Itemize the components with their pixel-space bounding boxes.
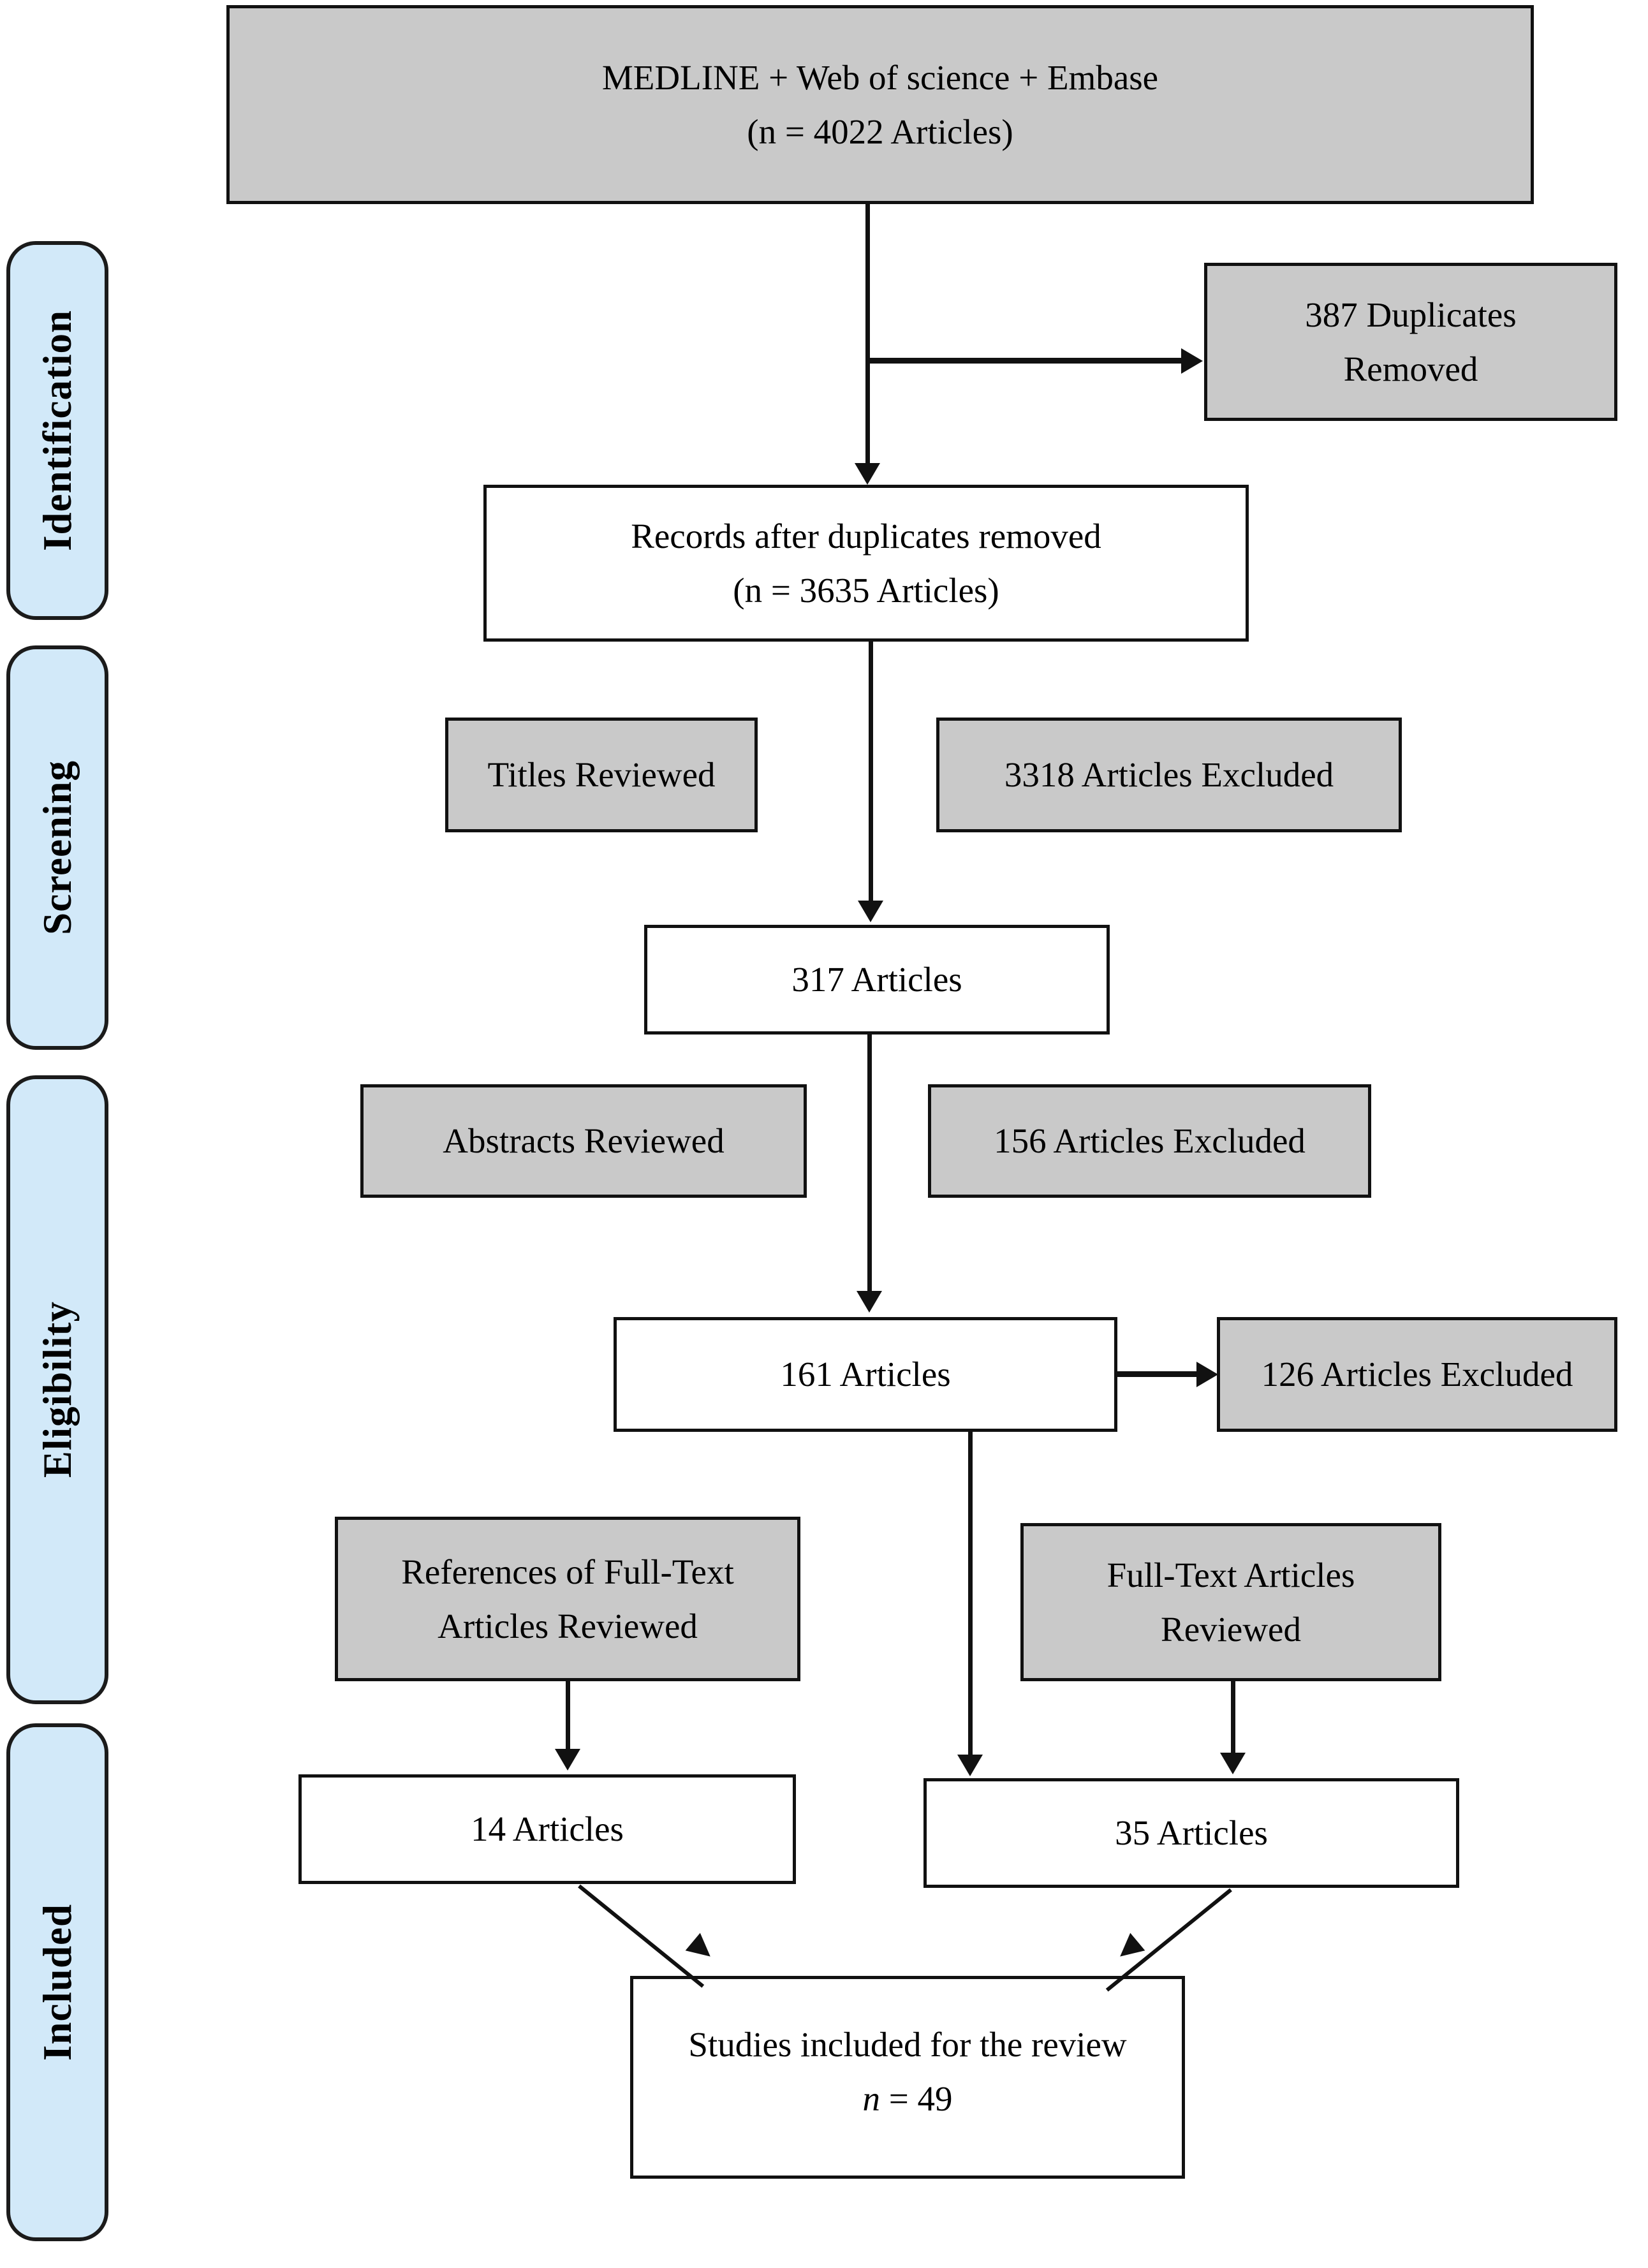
- arrowhead-sources-to-records: [855, 463, 880, 485]
- node-fulltext-excluded-line1: 126 Articles Excluded: [1261, 1355, 1573, 1394]
- stage-label-eligibility: Eligibility: [34, 1301, 80, 1478]
- connector-to-duplicates-removed: [867, 358, 1182, 364]
- node-studies-included: Studies included for the review n = 49: [630, 1976, 1185, 2179]
- node-titles-reviewed-line1: Titles Reviewed: [487, 755, 716, 795]
- node-articles-from-fulltext: 35 Articles: [923, 1778, 1459, 1888]
- connector-references-to-14: [566, 1681, 570, 1753]
- connector-317-to-161: [867, 1035, 872, 1295]
- node-titles-excluded: 3318 Articles Excluded: [936, 718, 1402, 832]
- node-duplicates-removed: 387 Duplicates Removed: [1204, 263, 1617, 421]
- node-articles-from-references-line1: 14 Articles: [471, 1809, 624, 1849]
- connector-fulltext-to-35: [1231, 1681, 1235, 1756]
- connector-sources-to-records: [865, 204, 870, 467]
- node-fulltext-reviewed: Full-Text Articles Reviewed: [1020, 1523, 1441, 1681]
- connector-14-to-included: [578, 1884, 705, 1988]
- node-articles-from-references: 14 Articles: [298, 1774, 796, 1884]
- node-studies-included-n-value: = 49: [879, 2079, 953, 2119]
- connector-records-to-317: [869, 642, 873, 904]
- stage-label-included: Included: [34, 1903, 80, 2061]
- arrowhead-references-to-14: [555, 1749, 580, 1771]
- connector-161-to-35: [968, 1432, 973, 1758]
- stage-pill-screening: Screening: [6, 645, 108, 1050]
- node-fulltext-reviewed-line2: Reviewed: [1161, 1610, 1301, 1649]
- node-articles-from-fulltext-line1: 35 Articles: [1115, 1813, 1268, 1853]
- stage-pill-eligibility: Eligibility: [6, 1075, 108, 1704]
- arrowhead-161-to-126-excluded: [1196, 1362, 1218, 1387]
- stage-label-identification: Identification: [34, 309, 80, 551]
- node-studies-included-count: n = 49: [862, 2072, 952, 2126]
- arrowhead-317-to-161: [857, 1291, 882, 1313]
- stage-pill-included: Included: [6, 1723, 108, 2241]
- node-references-reviewed-line2: Articles Reviewed: [438, 1607, 698, 1646]
- node-records-after-duplicates-line1: Records after duplicates removed: [631, 516, 1101, 556]
- arrowhead-records-to-317: [858, 901, 883, 922]
- node-abstracts-reviewed: Abstracts Reviewed: [360, 1084, 807, 1198]
- node-references-reviewed: References of Full-Text Articles Reviewe…: [335, 1517, 800, 1681]
- node-fulltext-reviewed-line1: Full-Text Articles: [1107, 1555, 1355, 1594]
- node-articles-after-abstracts-line1: 161 Articles: [780, 1355, 951, 1394]
- node-abstracts-excluded: 156 Articles Excluded: [928, 1084, 1371, 1198]
- node-records-after-duplicates-line2: (n = 3635 Articles): [733, 571, 999, 610]
- node-titles-reviewed: Titles Reviewed: [445, 718, 758, 832]
- arrowhead-to-duplicates-removed: [1181, 348, 1203, 374]
- node-articles-after-titles: 317 Articles: [644, 925, 1110, 1035]
- node-duplicates-removed-line2: Removed: [1343, 350, 1478, 388]
- node-articles-after-abstracts: 161 Articles: [614, 1317, 1117, 1432]
- node-duplicates-removed-line1: 387 Duplicates: [1305, 295, 1517, 334]
- node-fulltext-excluded: 126 Articles Excluded: [1217, 1317, 1617, 1432]
- node-articles-after-titles-line1: 317 Articles: [791, 960, 962, 999]
- stage-pill-identification: Identification: [6, 241, 108, 620]
- node-abstracts-reviewed-line1: Abstracts Reviewed: [443, 1121, 725, 1161]
- stage-label-screening: Screening: [34, 760, 80, 935]
- node-references-reviewed-line1: References of Full-Text: [401, 1552, 734, 1591]
- arrowhead-fulltext-to-35: [1220, 1753, 1246, 1774]
- arrowhead-14-to-included: [685, 1933, 718, 1966]
- node-titles-excluded-line1: 3318 Articles Excluded: [1004, 755, 1334, 795]
- node-abstracts-excluded-line1: 156 Articles Excluded: [994, 1121, 1306, 1161]
- arrowhead-161-to-35: [957, 1755, 983, 1776]
- connector-161-to-126-excluded: [1116, 1371, 1198, 1377]
- node-sources: MEDLINE + Web of science + Embase (n = 4…: [226, 5, 1534, 204]
- node-studies-included-line1: Studies included for the review: [688, 2025, 1127, 2064]
- node-studies-included-n-symbol: n: [862, 2079, 880, 2119]
- node-records-after-duplicates: Records after duplicates removed (n = 36…: [483, 485, 1249, 642]
- node-sources-line1: MEDLINE + Web of science + Embase: [601, 57, 1159, 97]
- node-sources-line2: (n = 4022 Articles): [747, 112, 1013, 151]
